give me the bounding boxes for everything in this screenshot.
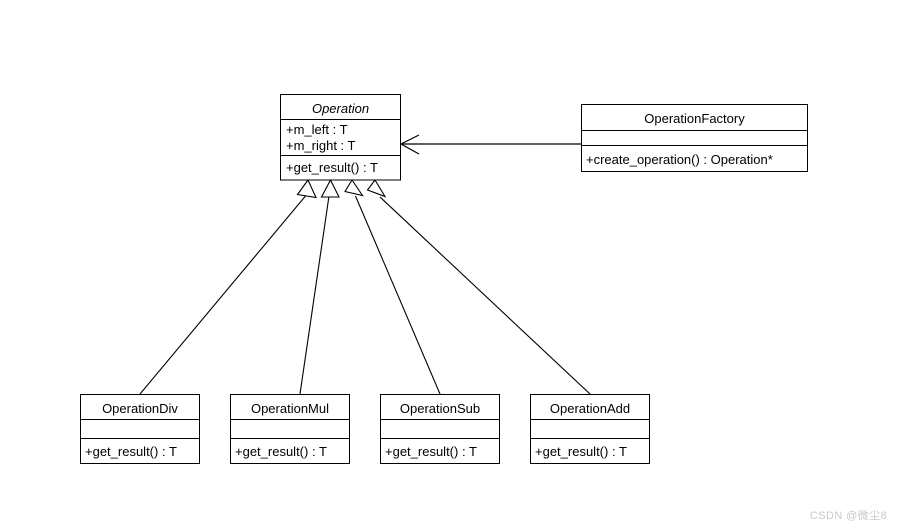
class-attribute-operation-1: +m_right : T bbox=[286, 138, 356, 153]
class-attribute-operation-0: +m_left : T bbox=[286, 122, 348, 137]
generalization-edge-operationadd bbox=[366, 179, 591, 395]
class-frame-operationdiv bbox=[80, 394, 200, 464]
class-box-operationmul[interactable]: OperationMul +get_result() : T bbox=[230, 394, 350, 464]
class-operation-operationadd-0: +get_result() : T bbox=[535, 444, 627, 459]
generalization-edges bbox=[139, 178, 591, 395]
generalization-edge-operationsub bbox=[344, 178, 441, 395]
class-operation-operationfactory-0: +create_operation() : Operation* bbox=[586, 152, 773, 167]
class-title-operationfactory: OperationFactory bbox=[644, 111, 745, 126]
class-title-operation: Operation bbox=[312, 101, 369, 116]
inheritance-triangle-operationadd bbox=[366, 179, 387, 198]
class-frame-operation bbox=[280, 94, 401, 181]
generalization-edge-operationmul bbox=[299, 178, 340, 395]
generalization-line-operationdiv bbox=[139, 195, 306, 395]
class-frame-operationadd bbox=[530, 394, 650, 464]
generalization-edge-operationdiv bbox=[139, 178, 317, 395]
class-box-operationdiv[interactable]: OperationDiv +get_result() : T bbox=[80, 394, 200, 464]
class-title-operationdiv: OperationDiv bbox=[102, 401, 178, 416]
generalization-line-operationadd bbox=[379, 196, 591, 395]
inheritance-triangle-operationdiv bbox=[296, 178, 317, 199]
class-box-operationadd[interactable]: OperationAdd +get_result() : T bbox=[530, 394, 650, 464]
class-title-operationmul: OperationMul bbox=[251, 401, 329, 416]
class-title-operationsub: OperationSub bbox=[400, 401, 480, 416]
association-edge-factory-operation bbox=[399, 134, 581, 155]
inheritance-triangle-operationmul bbox=[320, 178, 340, 198]
class-operation-operationdiv-0: +get_result() : T bbox=[85, 444, 177, 459]
class-box-operationsub[interactable]: OperationSub +get_result() : T bbox=[380, 394, 500, 464]
class-frame-operationsub bbox=[380, 394, 500, 464]
generalization-line-operationmul bbox=[299, 195, 330, 395]
inheritance-triangle-operationsub bbox=[344, 178, 364, 197]
class-operation-operationmul-0: +get_result() : T bbox=[235, 444, 327, 459]
class-box-operation[interactable]: Operation +m_left : T +m_right : T +get_… bbox=[280, 94, 401, 181]
class-title-operationadd: OperationAdd bbox=[550, 401, 630, 416]
generalization-line-operationsub bbox=[354, 195, 441, 395]
class-frame-operationfactory bbox=[581, 104, 808, 172]
class-operation-operationsub-0: +get_result() : T bbox=[385, 444, 477, 459]
class-frame-operationmul bbox=[230, 394, 350, 464]
class-box-operationfactory[interactable]: OperationFactory +create_operation() : O… bbox=[581, 104, 808, 172]
csdn-watermark: CSDN @微尘8 bbox=[809, 510, 887, 522]
class-operation-operation-0: +get_result() : T bbox=[286, 160, 378, 175]
